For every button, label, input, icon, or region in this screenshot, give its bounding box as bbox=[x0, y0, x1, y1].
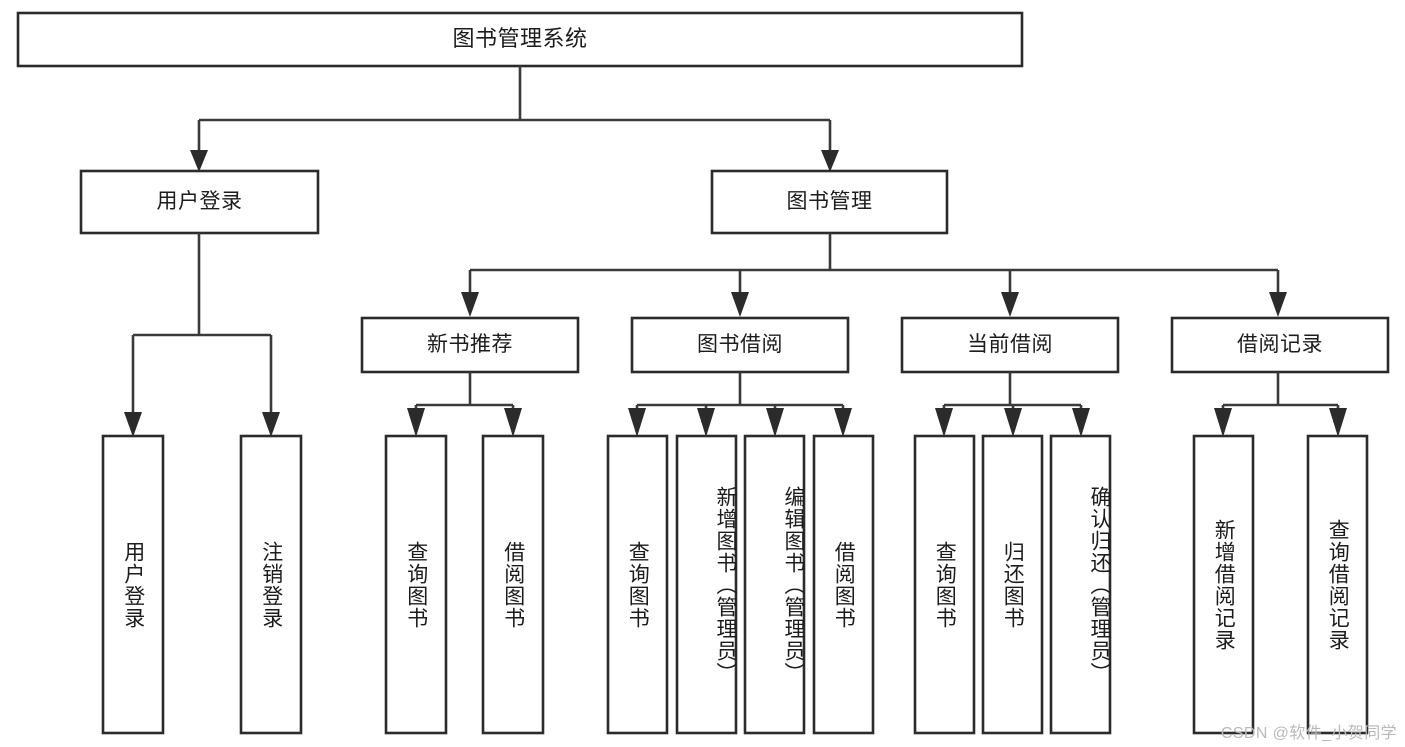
arrow-head-leaf-confirm-return bbox=[1072, 408, 1090, 437]
node-box-leaf-user-login[interactable] bbox=[101, 434, 165, 735]
node-box-borrow-record[interactable] bbox=[1170, 316, 1390, 374]
arrow-head-user-login bbox=[190, 150, 208, 172]
arrow-head-borrow-record bbox=[1269, 292, 1287, 317]
watermark-text: CSDN @软件_小贺同学 bbox=[1220, 725, 1397, 742]
arrow-head-leaf-add-book bbox=[697, 408, 715, 437]
arrow-head-leaf-return-book bbox=[1004, 408, 1022, 437]
node-box-leaf-query-book-2[interactable] bbox=[606, 434, 669, 735]
arrow-head-leaf-user-logout bbox=[262, 412, 280, 437]
arrow-head-book-management bbox=[821, 150, 839, 172]
node-box-leaf-return-book[interactable] bbox=[981, 434, 1044, 735]
arrow-head-leaf-borrow-book-2 bbox=[834, 408, 852, 437]
node-box-leaf-edit-book[interactable] bbox=[743, 434, 806, 735]
node-box-user-login[interactable] bbox=[79, 169, 320, 235]
node-box-leaf-add-book[interactable] bbox=[675, 434, 738, 735]
arrow-head-leaf-user-login bbox=[124, 412, 142, 437]
arrow-head-leaf-query-record bbox=[1329, 408, 1347, 437]
node-box-leaf-borrow-book-2[interactable] bbox=[812, 434, 875, 735]
node-box-leaf-query-book-3[interactable] bbox=[913, 434, 976, 735]
node-box-leaf-query-book-1[interactable] bbox=[384, 434, 448, 735]
node-box-leaf-borrow-book-1[interactable] bbox=[481, 434, 545, 735]
node-box-leaf-query-record[interactable] bbox=[1306, 434, 1369, 735]
arrow-head-new-book-recommend bbox=[461, 292, 479, 317]
arrow-head-leaf-query-book-3 bbox=[935, 408, 953, 437]
node-box-leaf-confirm-return[interactable] bbox=[1049, 434, 1112, 735]
node-box-book-borrow[interactable] bbox=[630, 316, 850, 374]
arrow-head-leaf-query-book-2 bbox=[628, 408, 646, 437]
arrow-head-leaf-borrow-book-1 bbox=[504, 408, 522, 437]
node-box-leaf-add-record[interactable] bbox=[1192, 434, 1255, 735]
arrow-head-leaf-query-book-1 bbox=[407, 408, 425, 437]
node-box-root[interactable] bbox=[16, 11, 1024, 68]
node-box-current-borrow[interactable] bbox=[900, 316, 1120, 374]
node-box-new-book-recommend[interactable] bbox=[360, 316, 580, 374]
arrow-head-leaf-add-record bbox=[1214, 408, 1232, 437]
node-box-leaf-user-logout[interactable] bbox=[239, 434, 303, 735]
arrow-head-leaf-edit-book bbox=[766, 408, 784, 437]
arrow-head-current-borrow bbox=[1001, 292, 1019, 317]
arrow-head-book-borrow bbox=[731, 292, 749, 317]
node-box-book-management[interactable] bbox=[710, 169, 949, 235]
